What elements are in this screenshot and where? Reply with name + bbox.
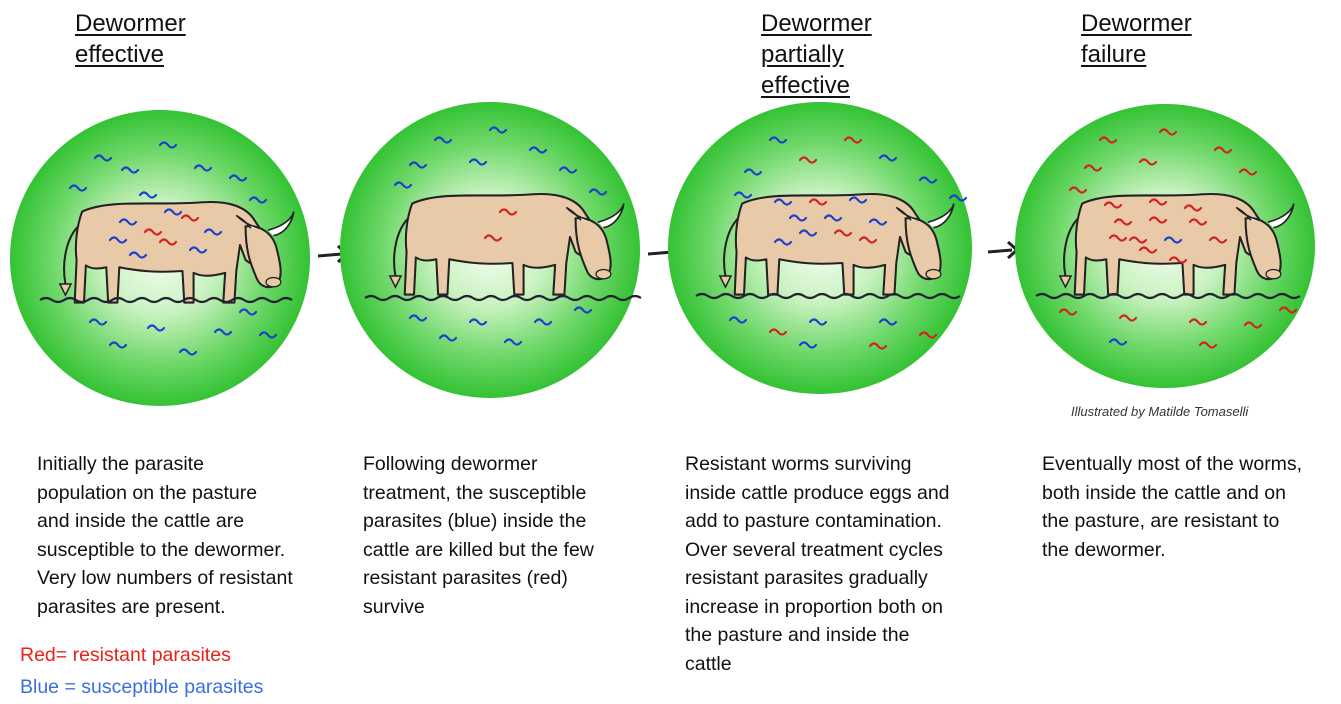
description-stage-1: Initially the parasite population on the…	[37, 450, 337, 621]
panel-partially-effective	[668, 102, 972, 394]
panel-dewormer-effective	[10, 110, 310, 406]
description-stage-2: Following dewormer treatment, the suscep…	[363, 450, 653, 621]
legend-susceptible: Blue = susceptible parasites	[20, 676, 263, 699]
panel-after-treatment	[340, 102, 641, 398]
arrow-3	[988, 242, 1017, 258]
illustration	[0, 0, 1341, 420]
description-stage-4: Eventually most of the worms, both insid…	[1042, 450, 1341, 564]
panel-dewormer-failure	[1015, 104, 1315, 388]
illustration-credit: Illustrated by Matilde Tomaselli	[1071, 404, 1248, 419]
description-stage-3: Resistant worms surviving inside cattle …	[685, 450, 985, 678]
legend-resistant: Red= resistant parasites	[20, 644, 231, 667]
